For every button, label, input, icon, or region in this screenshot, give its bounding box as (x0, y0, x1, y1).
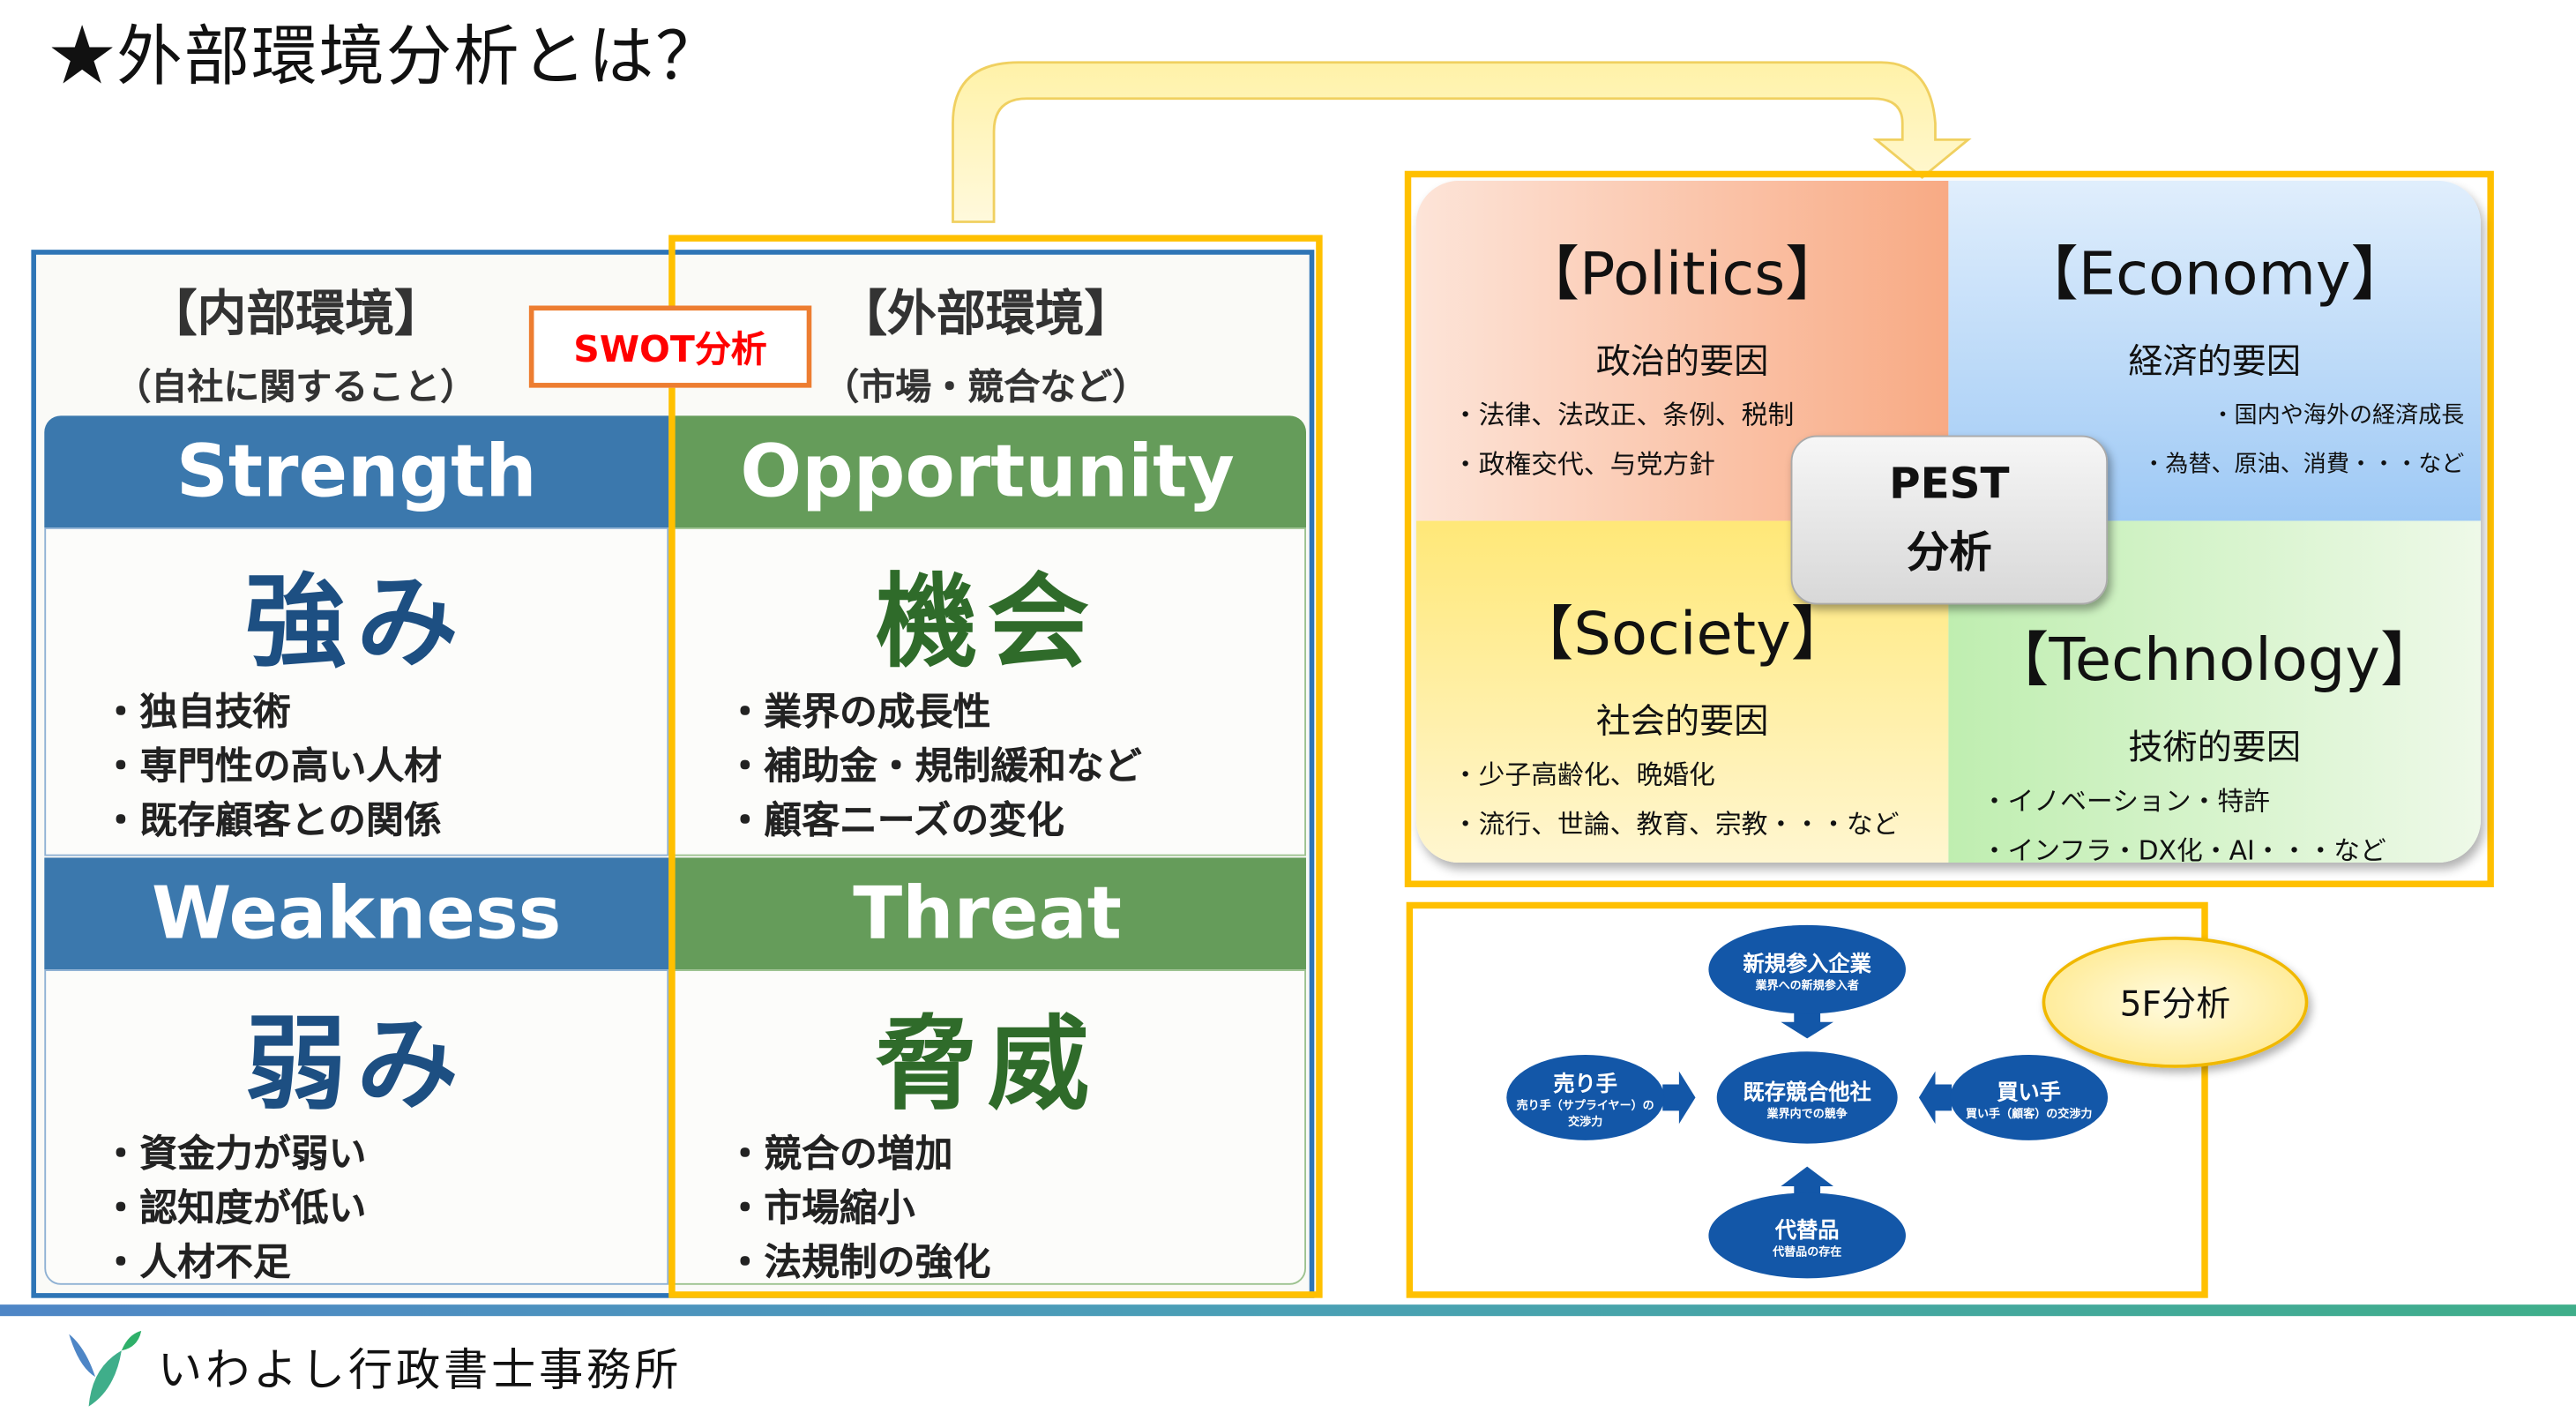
list-item: ・独自技術 (101, 691, 291, 735)
list-item: ・専門性の高い人材 (101, 745, 443, 789)
force-new-entrants: 新規参入企業業界への新規参入者 (1708, 924, 1906, 1014)
list-item: ・業界の成長性 (726, 691, 991, 735)
pest-label-line: 分析 (1906, 528, 1992, 579)
threat-header: Threat (668, 857, 1307, 970)
pest-label-line: PEST (1889, 460, 2010, 510)
force-buyers: 買い手買い手（顧客）の交渉力 (1950, 1054, 2109, 1140)
pest-frame (1404, 170, 2494, 887)
bullet-list: ・国内や海外の経済成長・為替、原油、消費・・・など (1948, 391, 2481, 490)
curved-arrow-icon (952, 61, 1972, 223)
bullet-list: ・少子高齢化、晩婚化・流行、世論、教育、宗教・・・など (1416, 751, 1949, 849)
force-rivalry: 既存競合他社業界内での競争 (1716, 1051, 1898, 1144)
pest-center-label: PEST 分析 (1790, 435, 2109, 605)
quadrant-title: 【Technology】 (1990, 627, 2440, 696)
external-header: 【外部環境】 （市場・競合など） (739, 273, 1232, 410)
quadrant-subtitle: 政治的要因 (1595, 341, 1769, 382)
external-highlight-frame (668, 235, 1323, 1298)
strength-header: Strength (44, 415, 669, 527)
swot-label: SWOT分析 (528, 305, 812, 388)
quadrant-title: 【Economy】 (2019, 241, 2410, 310)
list-item: ・顧客ニーズの変化 (726, 800, 1064, 843)
force-desc: 売り手（サプライヤー）の交渉力 (1516, 1098, 1654, 1128)
quadrant-subtitle: 技術的要因 (2128, 728, 2301, 767)
force-title: 新規参入企業 (1743, 952, 1871, 977)
force-desc: 業界への新規参入者 (1755, 978, 1859, 992)
list-item: ・競合の増加 (726, 1133, 953, 1177)
list-item: ・イノベーション・特許 (1981, 785, 2270, 817)
opportunity-quadrant: Opportunity 機会 ・業界の成長性 ・補助金・規制緩和など ・顧客ニー… (668, 415, 1307, 856)
list-item: ・認知度が低い (101, 1187, 367, 1231)
five-forces-label: 5F分析 (2042, 936, 2309, 1068)
list-item: ・補助金・規制緩和など (726, 745, 1142, 789)
internal-header: 【内部環境】 （自社に関すること） (49, 273, 542, 410)
force-desc: 買い手（顧客）の交渉力 (1965, 1106, 2093, 1120)
quadrant-subtitle: 社会的要因 (1595, 701, 1769, 742)
threat-jp: 脅威 (875, 1004, 1100, 1125)
force-substitutes: 代替品代替品の存在 (1708, 1192, 1906, 1279)
company-logo-text: いわよし行政書士事務所 (157, 1345, 683, 1397)
arrow-left-icon (1918, 1071, 1953, 1125)
force-desc: 代替品の存在 (1773, 1244, 1842, 1259)
list-item: ・国内や海外の経済成長 (2211, 402, 2465, 430)
force-suppliers: 売り手売り手（サプライヤー）の交渉力 (1506, 1054, 1665, 1140)
list-item: ・既存顧客との関係 (101, 800, 442, 843)
list-item: ・資金力が弱い (101, 1133, 367, 1177)
strength-quadrant: Strength 強み ・独自技術 ・専門性の高い人材 ・既存顧客との関係 (44, 415, 669, 856)
footer-bar (0, 1304, 2576, 1317)
bullet-list: ・イノベーション・特許・インフラ・DX化・AI・・・など (1948, 777, 2481, 863)
arrow-right-icon (1662, 1071, 1696, 1125)
list-item: ・法規制の強化 (726, 1242, 991, 1285)
list-item: ・流行、世論、教育、宗教・・・など (1452, 808, 1900, 840)
bullet-list: ・法律、法改正、条例、税制・政権交代、与党方針 (1416, 391, 1949, 490)
page-title: ★外部環境分析とは？ (49, 19, 723, 96)
force-title: 既存競合他社 (1743, 1080, 1871, 1105)
list-item: ・人材不足 (101, 1242, 291, 1285)
list-item: ・法律、法改正、条例、税制 (1452, 399, 1795, 431)
weakness-jp: 弱み (244, 1004, 468, 1125)
list-item: ・少子高齢化、晩婚化 (1452, 759, 1715, 791)
list-item: ・為替、原油、消費・・・など (2142, 452, 2465, 479)
list-item: ・市場縮小 (726, 1187, 915, 1231)
pest-economy: 【Economy】 経済的要因 ・国内や海外の経済成長・為替、原油、消費・・・な… (1948, 180, 2481, 521)
strength-jp: 強み (244, 562, 468, 683)
force-title: 代替品 (1774, 1218, 1840, 1244)
external-title: 【外部環境】 (838, 286, 1134, 344)
logo-leaf-icon (69, 1330, 142, 1407)
weakness-quadrant: Weakness 弱み ・資金力が弱い ・認知度が低い ・人材不足 (44, 857, 669, 1285)
quadrant-title: 【Society】 (1514, 601, 1850, 669)
force-title: 売り手 (1553, 1072, 1618, 1097)
external-subtitle: （市場・競合など） (823, 368, 1149, 409)
list-item: ・政権交代、与党方針 (1452, 448, 1715, 480)
internal-title: 【内部環境】 (147, 286, 444, 344)
quadrant-title: 【Politics】 (1519, 241, 1845, 310)
opportunity-jp: 機会 (875, 562, 1100, 683)
list-item: ・インフラ・DX化・AI・・・など (1981, 834, 2386, 863)
force-desc: 業界内での競争 (1766, 1106, 1848, 1120)
quadrant-subtitle: 経済的要因 (2128, 341, 2301, 382)
weakness-header: Weakness (44, 857, 669, 970)
opportunity-header: Opportunity (668, 415, 1307, 527)
force-title: 買い手 (1997, 1080, 2062, 1105)
threat-quadrant: Threat 脅威 ・競合の増加 ・市場縮小 ・法規制の強化 (668, 857, 1307, 1285)
internal-subtitle: （自社に関すること） (115, 368, 477, 409)
